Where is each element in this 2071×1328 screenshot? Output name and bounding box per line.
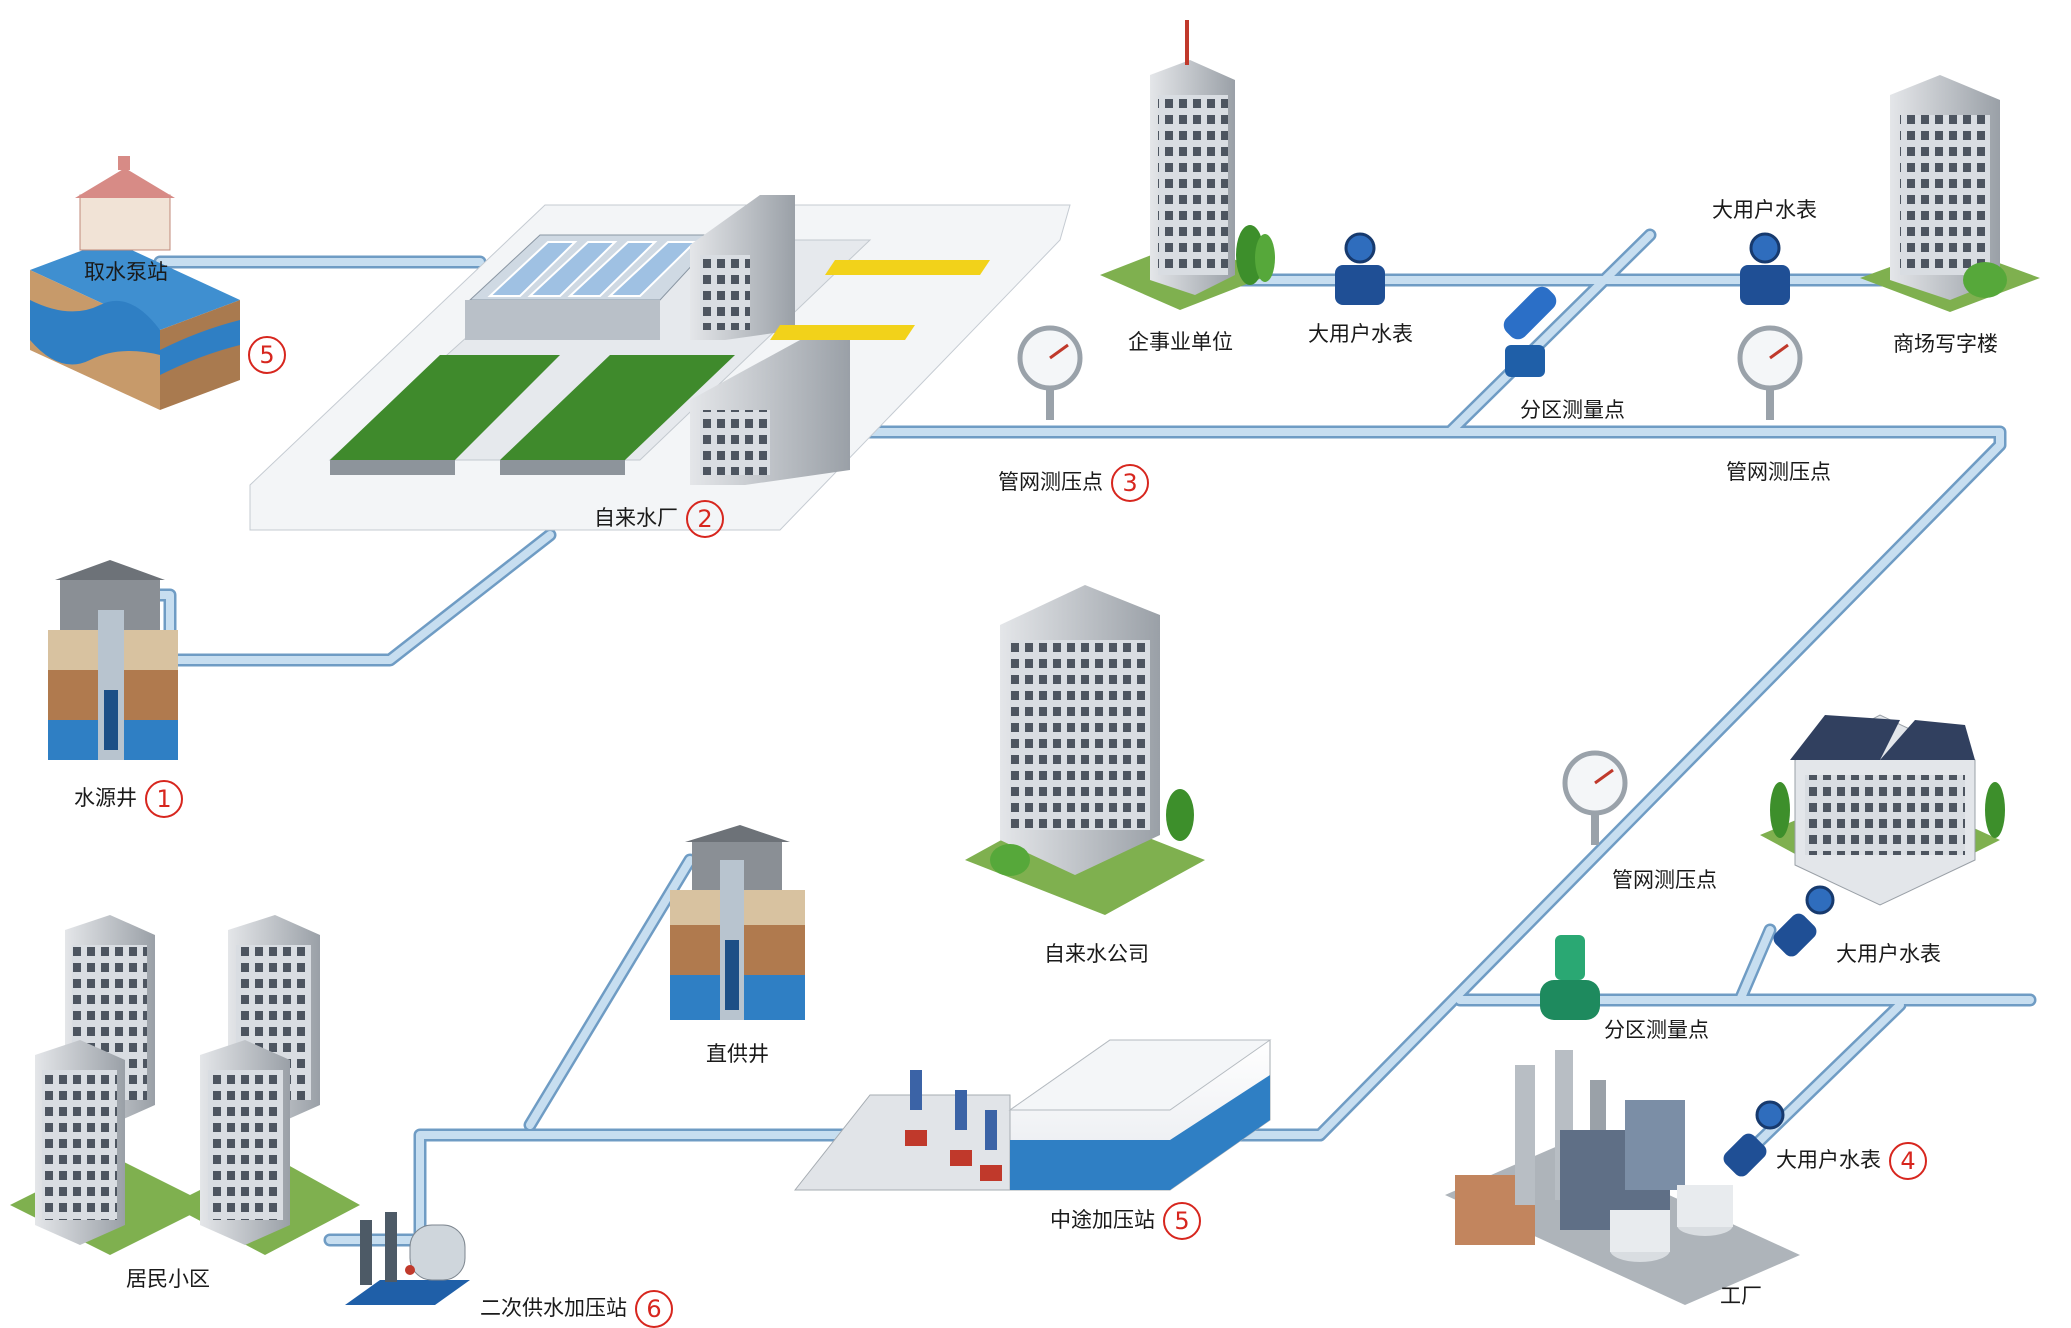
factory-label: 工厂 [1720,1284,1762,1308]
pressure-gauge-icon [1562,750,1628,845]
enterprise-label: 企事业单位 [1128,330,1233,354]
pressure-point-2-label: 管网测压点 [1726,460,1831,484]
big-meter-mid-label: 大用户水表 [1836,942,1941,966]
intake-pump-station-label: 取水泵站 [84,260,168,284]
flow-meter-icon [1503,286,1557,377]
direct-well-label: 直供井 [706,1042,769,1066]
flow-meter-icon [1540,935,1600,1020]
residential-buildings [10,915,360,1255]
water-meter-icon [1773,885,1835,957]
water-plant [249,195,1071,531]
source-well [48,560,178,760]
water-company-building [965,585,1205,915]
zone-meter-top-label: 分区测量点 [1520,398,1625,422]
water-meter-icon [1723,1100,1785,1177]
mansion-building [1760,714,2005,906]
big-meter-top-right-label: 大用户水表 [1712,198,1817,222]
pressure-point-3-label: 管网测压点 [1612,868,1717,892]
pressure-gauge-icon [1737,325,1803,420]
zone-meter-bottom-label: 分区测量点 [1604,1018,1709,1042]
secondary-booster-equipment [345,1212,470,1305]
direct-supply-well [670,825,805,1020]
residential-label: 居民小区 [126,1267,210,1291]
intake-pump-station-number: 5 [240,336,286,374]
commercial-office-label: 商场写字楼 [1893,332,1998,356]
water-meter-icon [1335,232,1385,305]
water-meter-icon [1740,232,1790,305]
water-company-label: 自来水公司 [1044,942,1149,966]
pressure-gauge-icon [1017,325,1083,420]
enterprise-building [1100,20,1275,310]
commercial-building [1860,75,2040,312]
big-meter-top-label: 大用户水表 [1308,322,1413,346]
factory-complex [1445,1050,1800,1305]
midway-booster-station [793,1039,1272,1191]
intake-pump-station [30,156,240,410]
